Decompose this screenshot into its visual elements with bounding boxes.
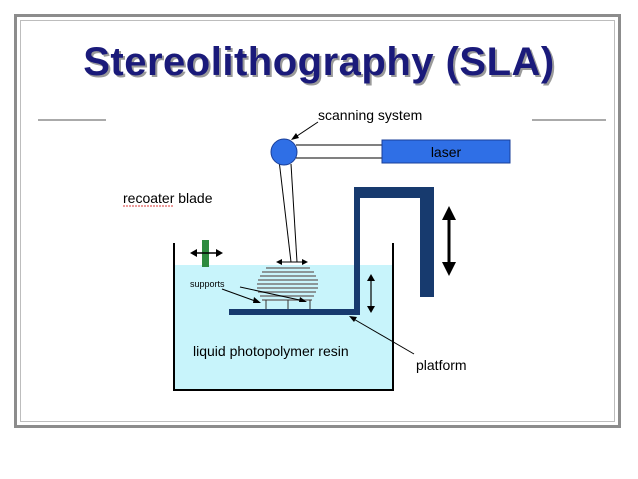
- resin-label: liquid photopolymer resin: [193, 343, 349, 359]
- layer-depth-head-up: [367, 274, 375, 281]
- recoater-blade-label: recoater blade: [123, 190, 213, 206]
- slide-inner-border: [20, 20, 615, 422]
- supports-leader-2: [239, 286, 305, 302]
- platform-arrow-head-up: [442, 206, 456, 220]
- platform-leader: [351, 317, 415, 355]
- platform-arrow-head-down: [442, 262, 456, 276]
- beam-sweep-head-right: [302, 259, 308, 265]
- platform-label: platform: [416, 357, 467, 373]
- layer-depth-head-down: [367, 306, 375, 313]
- laser-box: [381, 139, 511, 164]
- supports-leader-2-head: [299, 297, 307, 302]
- laser-label: laser: [431, 144, 462, 160]
- blade-arrow-head-right: [216, 249, 223, 257]
- platform-leader-head: [349, 316, 357, 322]
- blade-arrow-head-left: [190, 249, 197, 257]
- scan-beam-left: [278, 159, 292, 263]
- supports-leader-1: [221, 288, 259, 303]
- scan-beam-right: [290, 163, 298, 263]
- scanning-system-leader: [293, 121, 319, 139]
- scanning-system-leader-head: [291, 133, 299, 140]
- slide-title: Stereolithography (SLA): [83, 40, 555, 84]
- scanning-system-label: scanning system: [318, 107, 422, 123]
- scanning-mirror: [270, 138, 298, 166]
- resin-tank: [173, 243, 394, 391]
- beam-sweep-head-left: [276, 259, 282, 265]
- supports-label: supports: [190, 279, 225, 289]
- support-posts: [265, 300, 311, 309]
- supports-leader-1-head: [253, 297, 261, 303]
